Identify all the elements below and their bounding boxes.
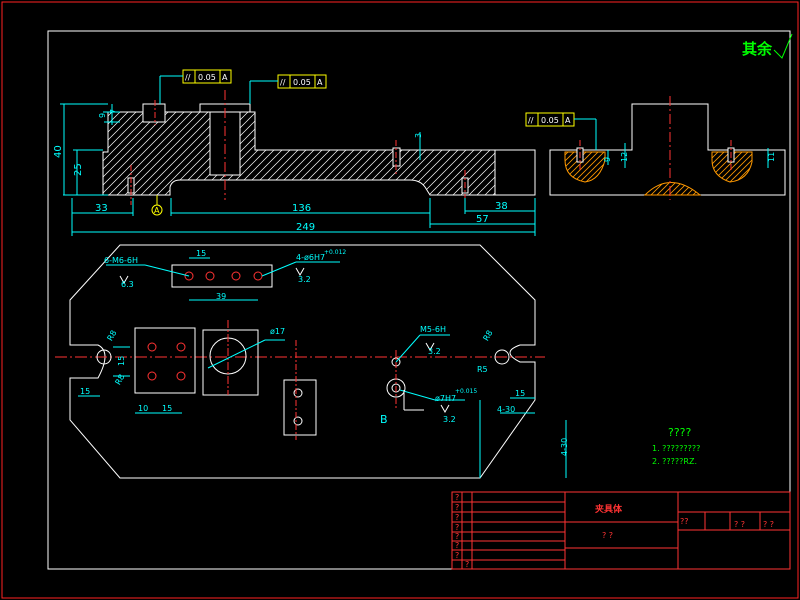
side-section-view bbox=[549, 96, 786, 200]
side-left-hatch bbox=[564, 151, 606, 183]
title-cell-b: ?? bbox=[680, 517, 689, 526]
plan-dim-15b: 15 bbox=[117, 356, 126, 366]
title-block bbox=[451, 491, 791, 570]
tf2-datum: A bbox=[317, 78, 323, 87]
side-right-hatch bbox=[711, 151, 753, 183]
plan-bore2-tol: +0.015 bbox=[455, 388, 477, 395]
title-cell-a: ? ? bbox=[602, 531, 613, 540]
roughness-3: 3.2 bbox=[428, 347, 441, 356]
plan-r8b: R8 bbox=[113, 373, 126, 387]
dim-h3: 3 bbox=[414, 133, 423, 138]
roughness-symbols bbox=[119, 267, 450, 414]
notes-line1: 1. ????????? bbox=[652, 444, 700, 453]
roughness-4: 3.2 bbox=[443, 415, 456, 424]
title-part-name: 夹具体 bbox=[595, 503, 623, 515]
tf2-value: 0.05 bbox=[293, 78, 311, 87]
plan-view bbox=[55, 244, 545, 479]
title-left-column: ? ? ? ? ? ? ? ? bbox=[455, 493, 469, 569]
side-dim-h12: 12 bbox=[620, 152, 629, 162]
datum-a-symbol: A bbox=[151, 195, 163, 216]
plan-slot-rect bbox=[171, 264, 273, 288]
plan-dim-39: 39 bbox=[216, 292, 226, 301]
tolerance-frame-3: // 0.05 A bbox=[525, 112, 597, 150]
dim-w249: 249 bbox=[296, 222, 315, 233]
notes-title: ???? bbox=[668, 426, 692, 439]
dim-h25: 25 bbox=[73, 163, 84, 176]
side-dim-h11: 11 bbox=[767, 152, 776, 162]
side-center-hatch bbox=[643, 182, 702, 196]
roughness-1: 6.3 bbox=[121, 280, 134, 289]
plan-dim-15e: 15 bbox=[515, 389, 525, 398]
plan-cham1: 4-30 bbox=[497, 405, 515, 414]
front-dimensions bbox=[60, 103, 536, 236]
plan-dim-15d: 15 bbox=[80, 387, 90, 396]
dim-w136: 136 bbox=[292, 203, 311, 214]
tf3-symbol: // bbox=[528, 116, 534, 125]
tolerance-frame-2: // 0.05 A bbox=[249, 74, 327, 104]
dim-w38: 38 bbox=[495, 201, 508, 212]
tf1-symbol: // bbox=[185, 73, 191, 82]
dim-h9: 9 bbox=[98, 113, 107, 118]
plan-bore1-tol: +0.012 bbox=[324, 249, 346, 256]
plan-square-center bbox=[202, 329, 259, 396]
dim-w57: 57 bbox=[476, 214, 489, 225]
tb-col-5: ? bbox=[455, 541, 459, 550]
plan-r8a: R8 bbox=[105, 329, 118, 343]
tf3-datum: A bbox=[565, 116, 571, 125]
tb-col-2: ? bbox=[455, 513, 459, 522]
front-right-pad bbox=[494, 149, 536, 196]
plan-r8c: R8 bbox=[481, 329, 494, 343]
front-left-pocket bbox=[142, 103, 166, 123]
tb-col-1: ? bbox=[455, 503, 459, 512]
plan-thread2: M5-6H bbox=[420, 325, 446, 334]
tf1-datum: A bbox=[222, 73, 228, 82]
dim-h7: 7 bbox=[109, 109, 118, 114]
datum-a-label: A bbox=[154, 206, 160, 215]
dim-w33: 33 bbox=[95, 203, 108, 214]
plan-thread1: 6-M6-6H bbox=[104, 256, 138, 265]
plan-cham2: 4-30 bbox=[560, 438, 569, 456]
tf3-value: 0.05 bbox=[541, 116, 559, 125]
tolerance-frame-1: // 0.05 A bbox=[159, 69, 232, 104]
plan-r5: R5 bbox=[477, 365, 488, 374]
tb-col-4: ? bbox=[455, 532, 459, 541]
plan-square-left bbox=[134, 327, 196, 394]
plan-dim-15: 15 bbox=[196, 249, 206, 258]
side-dim-h9: 9 bbox=[603, 157, 612, 162]
title-cell-c: ? ? bbox=[734, 520, 745, 529]
tb-col-7: ? bbox=[465, 560, 469, 569]
plan-phi17: ø17 bbox=[270, 327, 285, 336]
corner-note-text: 其余 bbox=[742, 40, 773, 58]
notes-line2: 2. ?????RZ. bbox=[652, 457, 697, 466]
tf1-value: 0.05 bbox=[198, 73, 216, 82]
tb-col-0: ? bbox=[455, 493, 459, 502]
front-section-view bbox=[102, 90, 536, 205]
side-dimensions bbox=[607, 143, 769, 168]
tb-col-6: ? bbox=[455, 551, 459, 560]
plan-dim-15c: 15 bbox=[162, 404, 172, 413]
datum-b-arrow: B bbox=[380, 390, 424, 426]
front-section-hatch bbox=[102, 111, 496, 196]
corner-roughness-note: 其余 bbox=[742, 33, 793, 59]
plan-dimensions bbox=[78, 257, 567, 478]
plan-bore2: ø7H7 bbox=[435, 394, 456, 403]
dim-h40: 40 bbox=[53, 145, 64, 158]
title-cell-d: ? ? bbox=[763, 520, 774, 529]
roughness-2: 3.2 bbox=[298, 275, 311, 284]
tb-col-3: ? bbox=[455, 523, 459, 532]
plan-small-rect bbox=[283, 379, 317, 436]
plan-dim-10: 10 bbox=[138, 404, 148, 413]
datum-b-label: B bbox=[380, 413, 388, 426]
plan-bore1: 4-ø6H7 bbox=[296, 253, 325, 262]
tf2-symbol: // bbox=[280, 78, 286, 87]
inner-border bbox=[47, 30, 791, 570]
